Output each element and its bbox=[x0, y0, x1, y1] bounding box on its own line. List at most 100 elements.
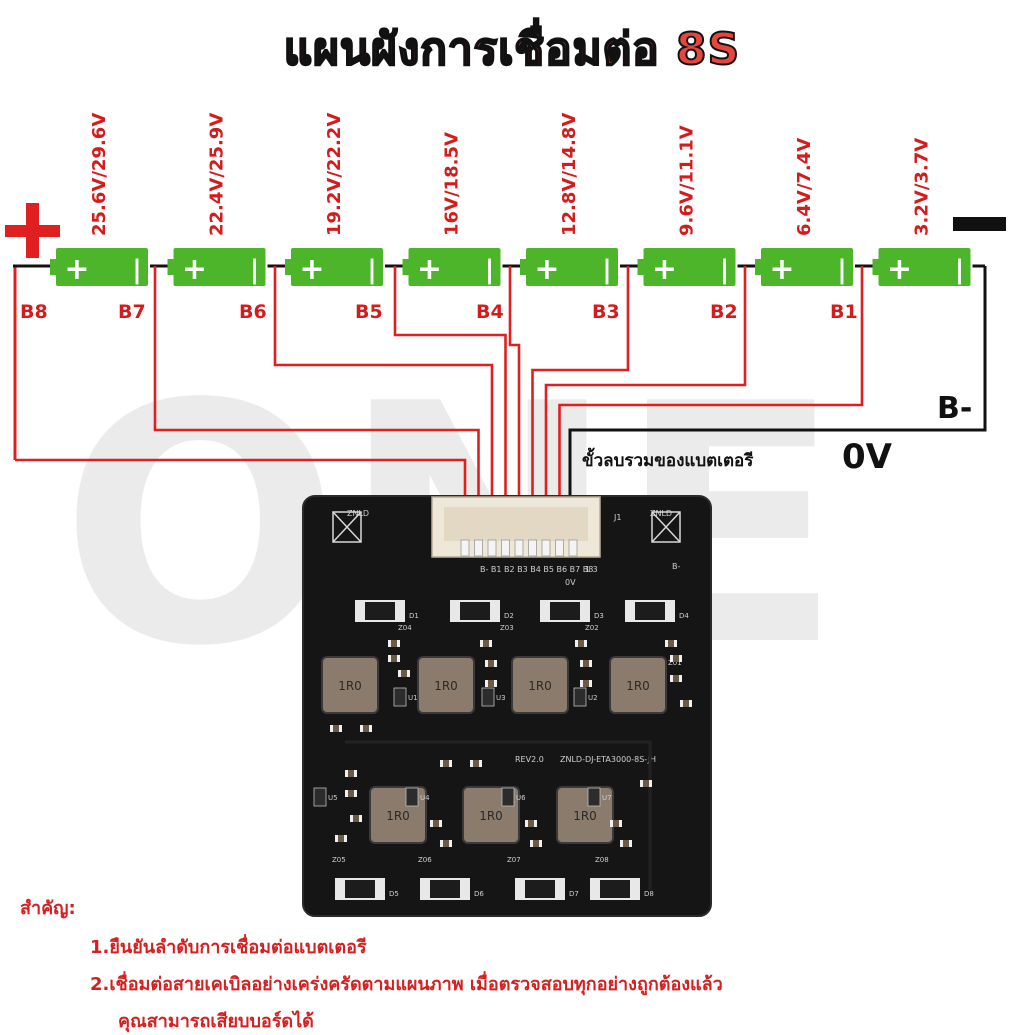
ic-body bbox=[313, 787, 327, 807]
smd-body bbox=[443, 760, 449, 767]
important-notes: สำคัญ: 1.ยืนยันลำดับการเชื่อมต่อแบตเตอรี… bbox=[20, 893, 1010, 1035]
smd-part bbox=[440, 840, 452, 847]
zener-label: Z03 bbox=[500, 624, 514, 632]
battery-cell: +| bbox=[285, 246, 385, 288]
tap-wire bbox=[544, 266, 747, 545]
cell-plus-icon: + bbox=[534, 252, 559, 287]
connector-pin bbox=[487, 539, 497, 557]
smd-part bbox=[345, 770, 357, 777]
ic-chip: U1 bbox=[393, 687, 418, 707]
smd-body bbox=[673, 675, 679, 682]
cell-voltage-label: 3.2V/3.7V bbox=[912, 138, 933, 236]
connector-pins bbox=[460, 539, 578, 557]
diode: D7 bbox=[515, 878, 579, 900]
inductor-body bbox=[609, 656, 667, 714]
bminus-label: B- bbox=[937, 391, 972, 426]
diode-body bbox=[460, 602, 490, 620]
diode-label: D4 bbox=[679, 612, 689, 620]
zener-label: Z05 bbox=[332, 856, 346, 864]
smd-body bbox=[528, 820, 534, 827]
smd-body bbox=[578, 640, 584, 647]
smd-body bbox=[443, 840, 449, 847]
zener-label: Z01 bbox=[668, 659, 682, 667]
inductor-mark: 1R0 bbox=[479, 809, 503, 823]
smd-body bbox=[363, 725, 369, 732]
smd-part bbox=[440, 760, 452, 767]
ic-label: U7 bbox=[602, 794, 612, 802]
battery-cell: +| bbox=[402, 246, 503, 288]
inductor-body bbox=[321, 656, 379, 714]
note-item-2: 2.เชื่อมต่อสายเคเบิลอย่างเคร่งครัดตามแผน… bbox=[90, 974, 723, 995]
smd-part bbox=[670, 675, 682, 682]
smd-body bbox=[613, 820, 619, 827]
ic-body bbox=[405, 787, 419, 807]
cell-minus-icon: | bbox=[485, 255, 495, 285]
diode-body bbox=[600, 880, 630, 898]
smd-part bbox=[580, 660, 592, 667]
cell-voltage-label: 16V/18.5V bbox=[442, 132, 463, 236]
smd-body bbox=[348, 790, 354, 797]
inductor: 1R0 bbox=[609, 656, 667, 714]
smd-part bbox=[350, 815, 362, 822]
smd-part bbox=[530, 840, 542, 847]
cell-voltage-label: 9.6V/11.1V bbox=[677, 125, 698, 236]
battery-cell: +| bbox=[167, 246, 268, 288]
ic-chip: U5 bbox=[313, 787, 338, 807]
battery-cell: +| bbox=[50, 246, 150, 288]
tap-wire bbox=[393, 266, 507, 545]
connector-pin bbox=[541, 539, 551, 557]
board-trace-outline bbox=[345, 740, 652, 890]
cell-plus-icon: + bbox=[769, 252, 794, 287]
ic-label: U5 bbox=[328, 794, 338, 802]
cell-voltage-label: 22.4V/25.9V bbox=[207, 113, 228, 236]
smd-body bbox=[433, 820, 439, 827]
smd-body bbox=[483, 640, 489, 647]
diode-label: D2 bbox=[504, 612, 514, 620]
cell-nub bbox=[50, 259, 56, 275]
connector-pin bbox=[555, 539, 564, 557]
diode-body bbox=[365, 602, 395, 620]
cell-nub bbox=[167, 259, 174, 275]
connector-pin bbox=[568, 539, 578, 557]
smd-body bbox=[338, 835, 344, 842]
revision-label: REV2.0 bbox=[515, 755, 544, 764]
tap-wire bbox=[558, 266, 864, 545]
battery-cell: +| bbox=[755, 246, 855, 288]
cell-nub bbox=[285, 259, 291, 275]
smd-body bbox=[488, 660, 494, 667]
smd-part bbox=[470, 760, 482, 767]
board-brand-left: ZNLD bbox=[347, 509, 369, 518]
ic-label: U6 bbox=[516, 794, 526, 802]
smd-part bbox=[430, 820, 442, 827]
diode: D1 bbox=[355, 600, 419, 622]
cell-minus-icon: | bbox=[837, 255, 847, 285]
note-item-2-continuation: คุณสามารถเสียบบอร์ดได้ bbox=[118, 1011, 314, 1032]
bminus-pad-label: B- bbox=[672, 562, 680, 571]
smd-body bbox=[353, 815, 359, 822]
battery-cell: +| bbox=[637, 246, 738, 288]
battery-cell: +| bbox=[872, 246, 973, 288]
smd-part bbox=[480, 640, 492, 647]
tap-label: B4 bbox=[476, 301, 504, 323]
ic-body bbox=[481, 687, 495, 707]
smd-part bbox=[398, 670, 410, 677]
smd-body bbox=[683, 700, 689, 707]
tap-label: B5 bbox=[355, 301, 383, 323]
battery-cells: +|+|+|+|+|+|+|+| bbox=[50, 246, 973, 288]
ic-body bbox=[393, 687, 407, 707]
ic-body bbox=[587, 787, 601, 807]
tap-wire bbox=[153, 266, 480, 545]
diode: D5 bbox=[335, 878, 399, 900]
zener-label: Z04 bbox=[398, 624, 412, 632]
zener-label: Z06 bbox=[418, 856, 432, 864]
inductor-mark: 1R0 bbox=[528, 679, 552, 693]
inductor-mark: 1R0 bbox=[626, 679, 650, 693]
smd-body bbox=[583, 680, 589, 687]
ic-chip: U6 bbox=[501, 787, 526, 807]
smd-body bbox=[583, 660, 589, 667]
cell-voltage-label: 25.6V/29.6V bbox=[89, 113, 110, 236]
diode-label: D3 bbox=[594, 612, 604, 620]
